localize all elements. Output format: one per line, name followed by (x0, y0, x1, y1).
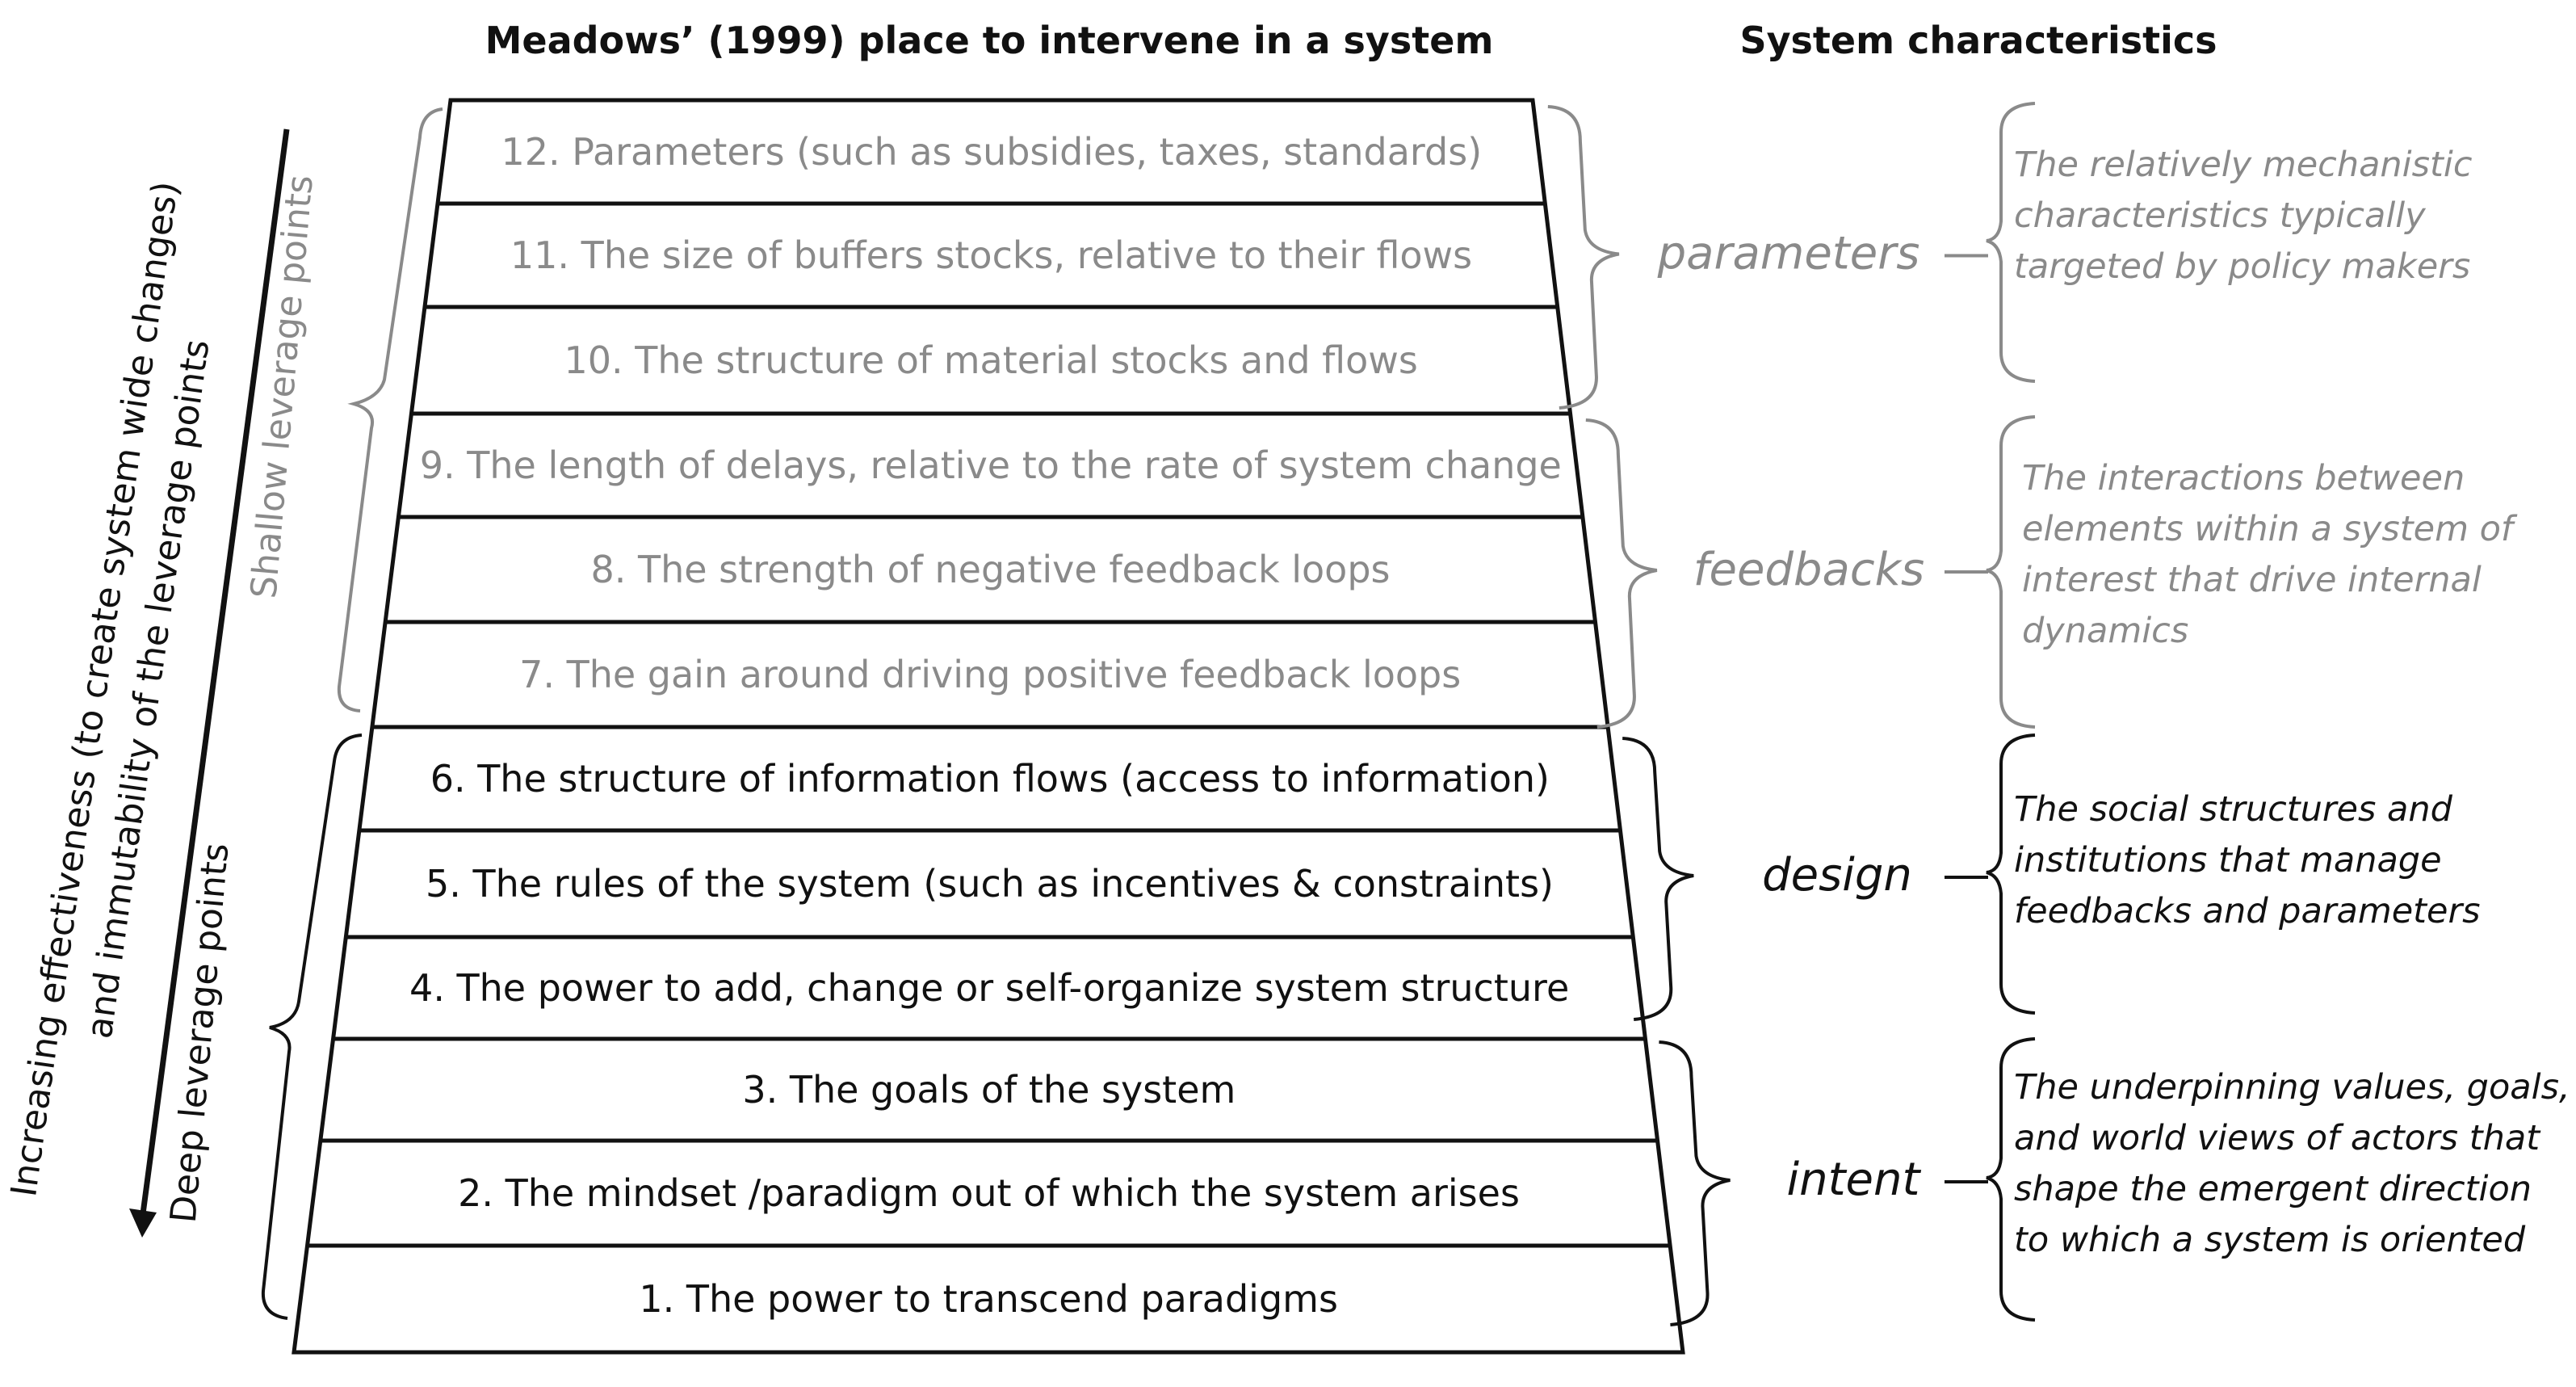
bracket-feedbacks (1585, 418, 1658, 729)
bracket-design (1622, 737, 1694, 1021)
left-heading: Meadows’ (1999) place to intervene in a … (485, 19, 1494, 62)
description-line: interest that drive internal (2022, 560, 2482, 600)
ladder-outline (292, 98, 1685, 1355)
leverage-level-8: 8. The strength of negative feedback loo… (591, 548, 1391, 591)
leverage-level-9: 9. The length of delays, relative to the… (420, 443, 1562, 487)
leverage-level-1: 1. The power to transcend paradigms (639, 1277, 1338, 1321)
description-line: feedbacks and parameters (2014, 891, 2481, 931)
description-line: elements within a system of (2022, 509, 2518, 549)
effectiveness-arrow (129, 128, 290, 1238)
leverage-level-3: 3. The goals of the system (742, 1068, 1236, 1112)
leverage-level-6: 6. The structure of information flows (a… (430, 757, 1550, 801)
characteristic-label-design: design (1762, 849, 1912, 902)
deep-bracket (261, 733, 363, 1320)
description-line: The relatively mechanistic (2014, 145, 2473, 185)
description-line: The underpinning values, goals, (2014, 1067, 2570, 1107)
description-bracket-design (1986, 733, 2036, 1015)
leverage-level-10: 10. The structure of material stocks and… (564, 338, 1417, 382)
leverage-level-11: 11. The size of buffers stocks, relative… (510, 233, 1472, 277)
description-bracket-intent (1986, 1037, 2036, 1322)
characteristic-label-feedbacks: feedbacks (1693, 544, 1924, 596)
characteristics-panel: parameters The relatively mechanistic char… (1547, 102, 2570, 1326)
leverage-level-5: 5. The rules of the system (such as ince… (426, 862, 1554, 906)
bracket-parameters (1547, 105, 1620, 410)
description-bracket-parameters (1986, 102, 2036, 383)
characteristic-label-intent: intent (1787, 1154, 1922, 1206)
leverage-ladder: 12. Parameters (such as subsidies, taxes… (292, 98, 1685, 1355)
leverage-level-2: 2. The mindset /paradigm out of which th… (458, 1171, 1520, 1215)
description-line: characteristics typically (2014, 195, 2426, 236)
bracket-intent (1659, 1040, 1731, 1326)
description-line: The interactions between (2022, 458, 2465, 498)
description-line: shape the emergent direction (2014, 1169, 2532, 1209)
description-line: targeted by policy makers (2014, 246, 2470, 287)
description-line: institutions that manage (2014, 840, 2442, 881)
leverage-level-4: 4. The power to add, change or self-orga… (409, 966, 1569, 1010)
characteristic-label-parameters: parameters (1657, 228, 1920, 280)
leverage-level-7: 7. The gain around driving positive feed… (519, 653, 1461, 696)
description-bracket-feedbacks (1986, 415, 2036, 729)
description-line: to which a system is oriented (2014, 1220, 2526, 1260)
right-heading: System characteristics (1739, 19, 2217, 62)
description-line: The social structures and (2014, 789, 2453, 830)
shallow-bracket (337, 107, 443, 712)
description-line: and world views of actors that (2014, 1118, 2541, 1158)
leverage-level-12: 12. Parameters (such as subsidies, taxes… (501, 130, 1483, 174)
description-line: dynamics (2022, 611, 2188, 651)
deep-leverage-label: Deep leverage points (163, 842, 237, 1225)
